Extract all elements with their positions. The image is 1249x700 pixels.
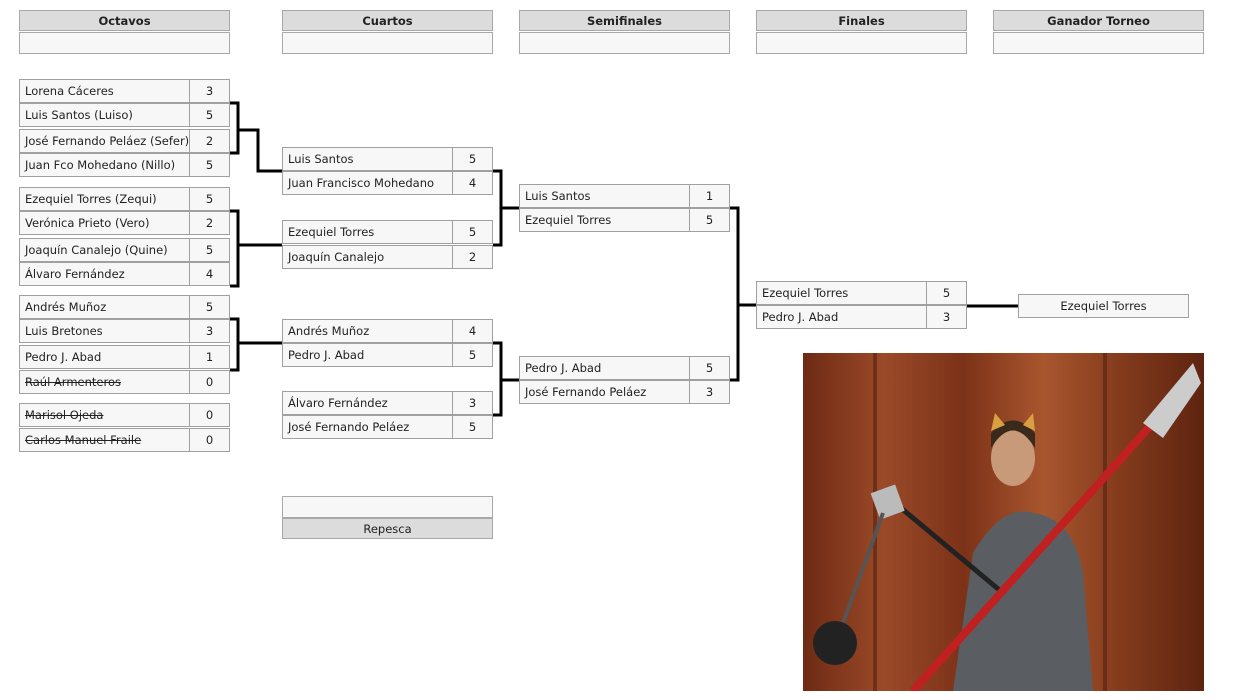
player-score: 5 bbox=[190, 238, 230, 262]
header-cuartos: Cuartos bbox=[282, 10, 493, 31]
player-score: 0 bbox=[190, 428, 230, 452]
tournament-winner: Ezequiel Torres bbox=[1018, 294, 1189, 318]
player-name: Ezequiel Torres (Zequi) bbox=[19, 187, 190, 211]
player-score: 4 bbox=[190, 262, 230, 286]
player-name: Ezequiel Torres bbox=[282, 220, 453, 244]
player-score: 3 bbox=[190, 319, 230, 343]
header-octavos: Octavos bbox=[19, 10, 230, 31]
octavos-match-row: José Fernando Peláez (Sefer)2 bbox=[19, 129, 230, 153]
player-score: 3 bbox=[690, 380, 730, 404]
player-name: Lorena Cáceres bbox=[19, 79, 190, 103]
player-name: José Fernando Peláez bbox=[282, 415, 453, 439]
player-score: 1 bbox=[690, 184, 730, 208]
player-name: Pedro J. Abad bbox=[282, 343, 453, 367]
player-score: 4 bbox=[453, 171, 493, 195]
winner-photo bbox=[803, 353, 1204, 691]
octavos-match-row: Juan Fco Mohedano (Nillo)5 bbox=[19, 153, 230, 177]
header-ganador-cell bbox=[993, 32, 1204, 54]
player-score: 5 bbox=[453, 343, 493, 367]
player-score: 0 bbox=[190, 370, 230, 394]
player-name: Luis Santos (Luiso) bbox=[19, 103, 190, 127]
player-score: 4 bbox=[453, 319, 493, 343]
player-score: 5 bbox=[190, 153, 230, 177]
player-score: 5 bbox=[690, 356, 730, 380]
header-semifinales-cell bbox=[519, 32, 730, 54]
player-name: Luis Santos bbox=[519, 184, 690, 208]
player-name: Andrés Muñoz bbox=[19, 295, 190, 319]
octavos-match-row: Verónica Prieto (Vero)2 bbox=[19, 211, 230, 235]
player-name: José Fernando Peláez bbox=[519, 380, 690, 404]
header-octavos-cell bbox=[19, 32, 230, 54]
header-cuartos-cell bbox=[282, 32, 493, 54]
player-score: 5 bbox=[190, 187, 230, 211]
player-name: Carlos Manuel Fraile bbox=[19, 428, 190, 452]
player-score: 5 bbox=[190, 295, 230, 319]
player-name: Marisol Ojeda bbox=[19, 403, 190, 427]
player-score: 5 bbox=[453, 415, 493, 439]
player-name: Pedro J. Abad bbox=[756, 305, 927, 329]
player-score: 5 bbox=[927, 281, 967, 305]
player-name: Luis Bretones bbox=[19, 319, 190, 343]
header-ganador: Ganador Torneo bbox=[993, 10, 1204, 31]
repesca-cell bbox=[282, 496, 493, 518]
octavos-match-row: Joaquín Canalejo (Quine)5 bbox=[19, 238, 230, 262]
player-score: 5 bbox=[453, 147, 493, 171]
player-score: 5 bbox=[453, 220, 493, 244]
header-finales-cell bbox=[756, 32, 967, 54]
player-name: José Fernando Peláez (Sefer) bbox=[19, 129, 190, 153]
player-name: Andrés Muñoz bbox=[282, 319, 453, 343]
player-name: Verónica Prieto (Vero) bbox=[19, 211, 190, 235]
player-name: Ezequiel Torres bbox=[756, 281, 927, 305]
player-score: 3 bbox=[927, 305, 967, 329]
player-name: Pedro J. Abad bbox=[19, 345, 190, 369]
player-name: Juan Fco Mohedano (Nillo) bbox=[19, 153, 190, 177]
octavos-match-row: Ezequiel Torres (Zequi)5 bbox=[19, 187, 230, 211]
player-name: Joaquín Canalejo (Quine) bbox=[19, 238, 190, 262]
player-name: Álvaro Fernández bbox=[19, 262, 190, 286]
player-name: Luis Santos bbox=[282, 147, 453, 171]
player-score: 1 bbox=[190, 345, 230, 369]
player-score: 5 bbox=[690, 208, 730, 232]
player-name: Ezequiel Torres bbox=[519, 208, 690, 232]
player-name: Joaquín Canalejo bbox=[282, 245, 453, 269]
player-score: 3 bbox=[453, 391, 493, 415]
repesca-label: Repesca bbox=[282, 518, 493, 539]
player-name: Raúl Armenteros bbox=[19, 370, 190, 394]
header-semifinales: Semifinales bbox=[519, 10, 730, 31]
player-score: 2 bbox=[453, 245, 493, 269]
header-finales: Finales bbox=[756, 10, 967, 31]
player-name: Juan Francisco Mohedano bbox=[282, 171, 453, 195]
player-score: 0 bbox=[190, 403, 230, 427]
player-name: Pedro J. Abad bbox=[519, 356, 690, 380]
photo-illustration bbox=[813, 353, 1201, 691]
player-score: 3 bbox=[190, 79, 230, 103]
player-score: 5 bbox=[190, 103, 230, 127]
player-score: 2 bbox=[190, 211, 230, 235]
player-score: 2 bbox=[190, 129, 230, 153]
player-name: Álvaro Fernández bbox=[282, 391, 453, 415]
octavos-match-row: Luis Santos (Luiso)5 bbox=[19, 103, 230, 127]
